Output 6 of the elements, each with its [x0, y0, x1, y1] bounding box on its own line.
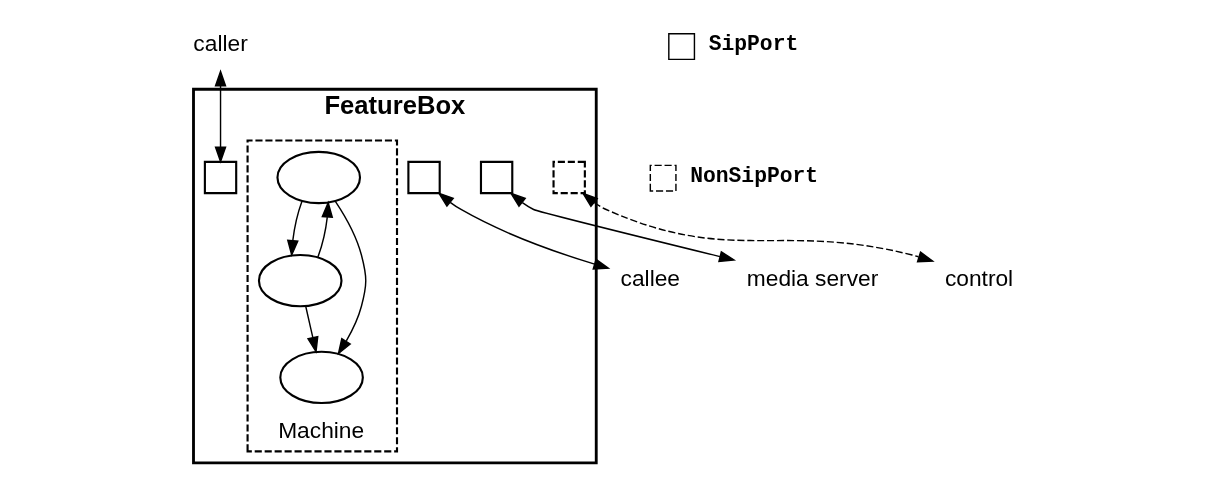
legend-label: NonSipPort: [690, 163, 819, 188]
node-text: caller: [193, 30, 248, 57]
node-text: control: [944, 265, 1014, 292]
legend-label: SipPort: [708, 32, 799, 57]
node-text: media server: [746, 265, 879, 292]
node-text: callee: [620, 265, 681, 292]
